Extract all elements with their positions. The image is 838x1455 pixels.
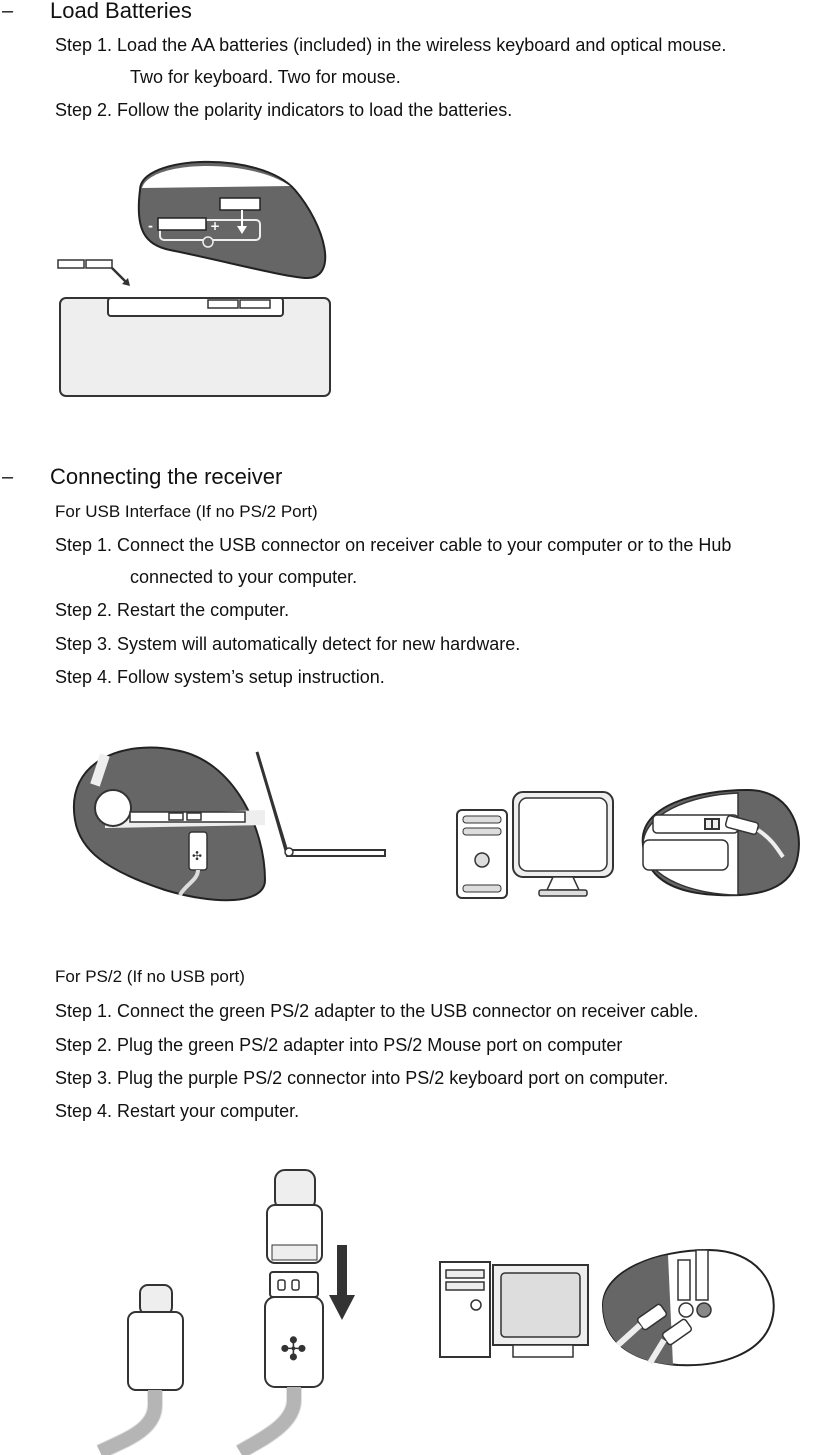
- step-text: Step 2. Follow the polarity indicators t…: [55, 100, 513, 120]
- subheading-usb: For USB Interface (If no PS/2 Port): [55, 502, 318, 521]
- step-text: Step 1. Connect the USB connector on rec…: [55, 535, 732, 555]
- ps2-connector-illustration: [96, 1284, 184, 1455]
- svg-text:+: +: [210, 219, 220, 233]
- step-text: Two for keyboard. Two for mouse.: [130, 67, 401, 87]
- svg-text:-: -: [148, 219, 153, 233]
- section-heading-load-batteries: Load Batteries: [50, 0, 192, 23]
- usb-to-ps2-adapter-illustration: ✣: [235, 1169, 355, 1455]
- usb-plug-closeup-illustration: [641, 788, 800, 897]
- laptop-usb-port-illustration: ✣: [72, 746, 386, 902]
- section-heading-connecting-receiver: Connecting the receiver: [50, 464, 283, 489]
- section-bullet: –: [2, 0, 14, 22]
- step-text: connected to your computer.: [130, 567, 358, 587]
- step-text: Step 2. Plug the green PS/2 adapter into…: [55, 1035, 623, 1055]
- step-text: Step 4. Follow system’s setup instructio…: [55, 667, 385, 687]
- step-text: Step 1. Connect the green PS/2 adapter t…: [55, 1001, 699, 1021]
- section-bullet: –: [2, 466, 14, 488]
- battery-compartment-illustration: - +: [57, 160, 331, 397]
- step-text: Step 1. Load the AA batteries (included)…: [55, 35, 727, 55]
- step-text: Step 4. Restart your computer.: [55, 1101, 300, 1121]
- step-text: Step 3. System will automatically detect…: [55, 634, 521, 654]
- svg-text:✣: ✣: [192, 849, 202, 863]
- step-text: Step 3. Plug the purple PS/2 connector i…: [55, 1068, 669, 1088]
- svg-text:✣: ✣: [280, 1330, 307, 1368]
- subheading-ps2: For PS/2 (If no USB port): [55, 967, 245, 986]
- desktop-tower-illustration: [439, 1261, 589, 1358]
- desktop-computer-illustration: [456, 791, 614, 899]
- ps2-port-closeup-illustration: [601, 1248, 775, 1367]
- step-text: Step 2. Restart the computer.: [55, 600, 290, 620]
